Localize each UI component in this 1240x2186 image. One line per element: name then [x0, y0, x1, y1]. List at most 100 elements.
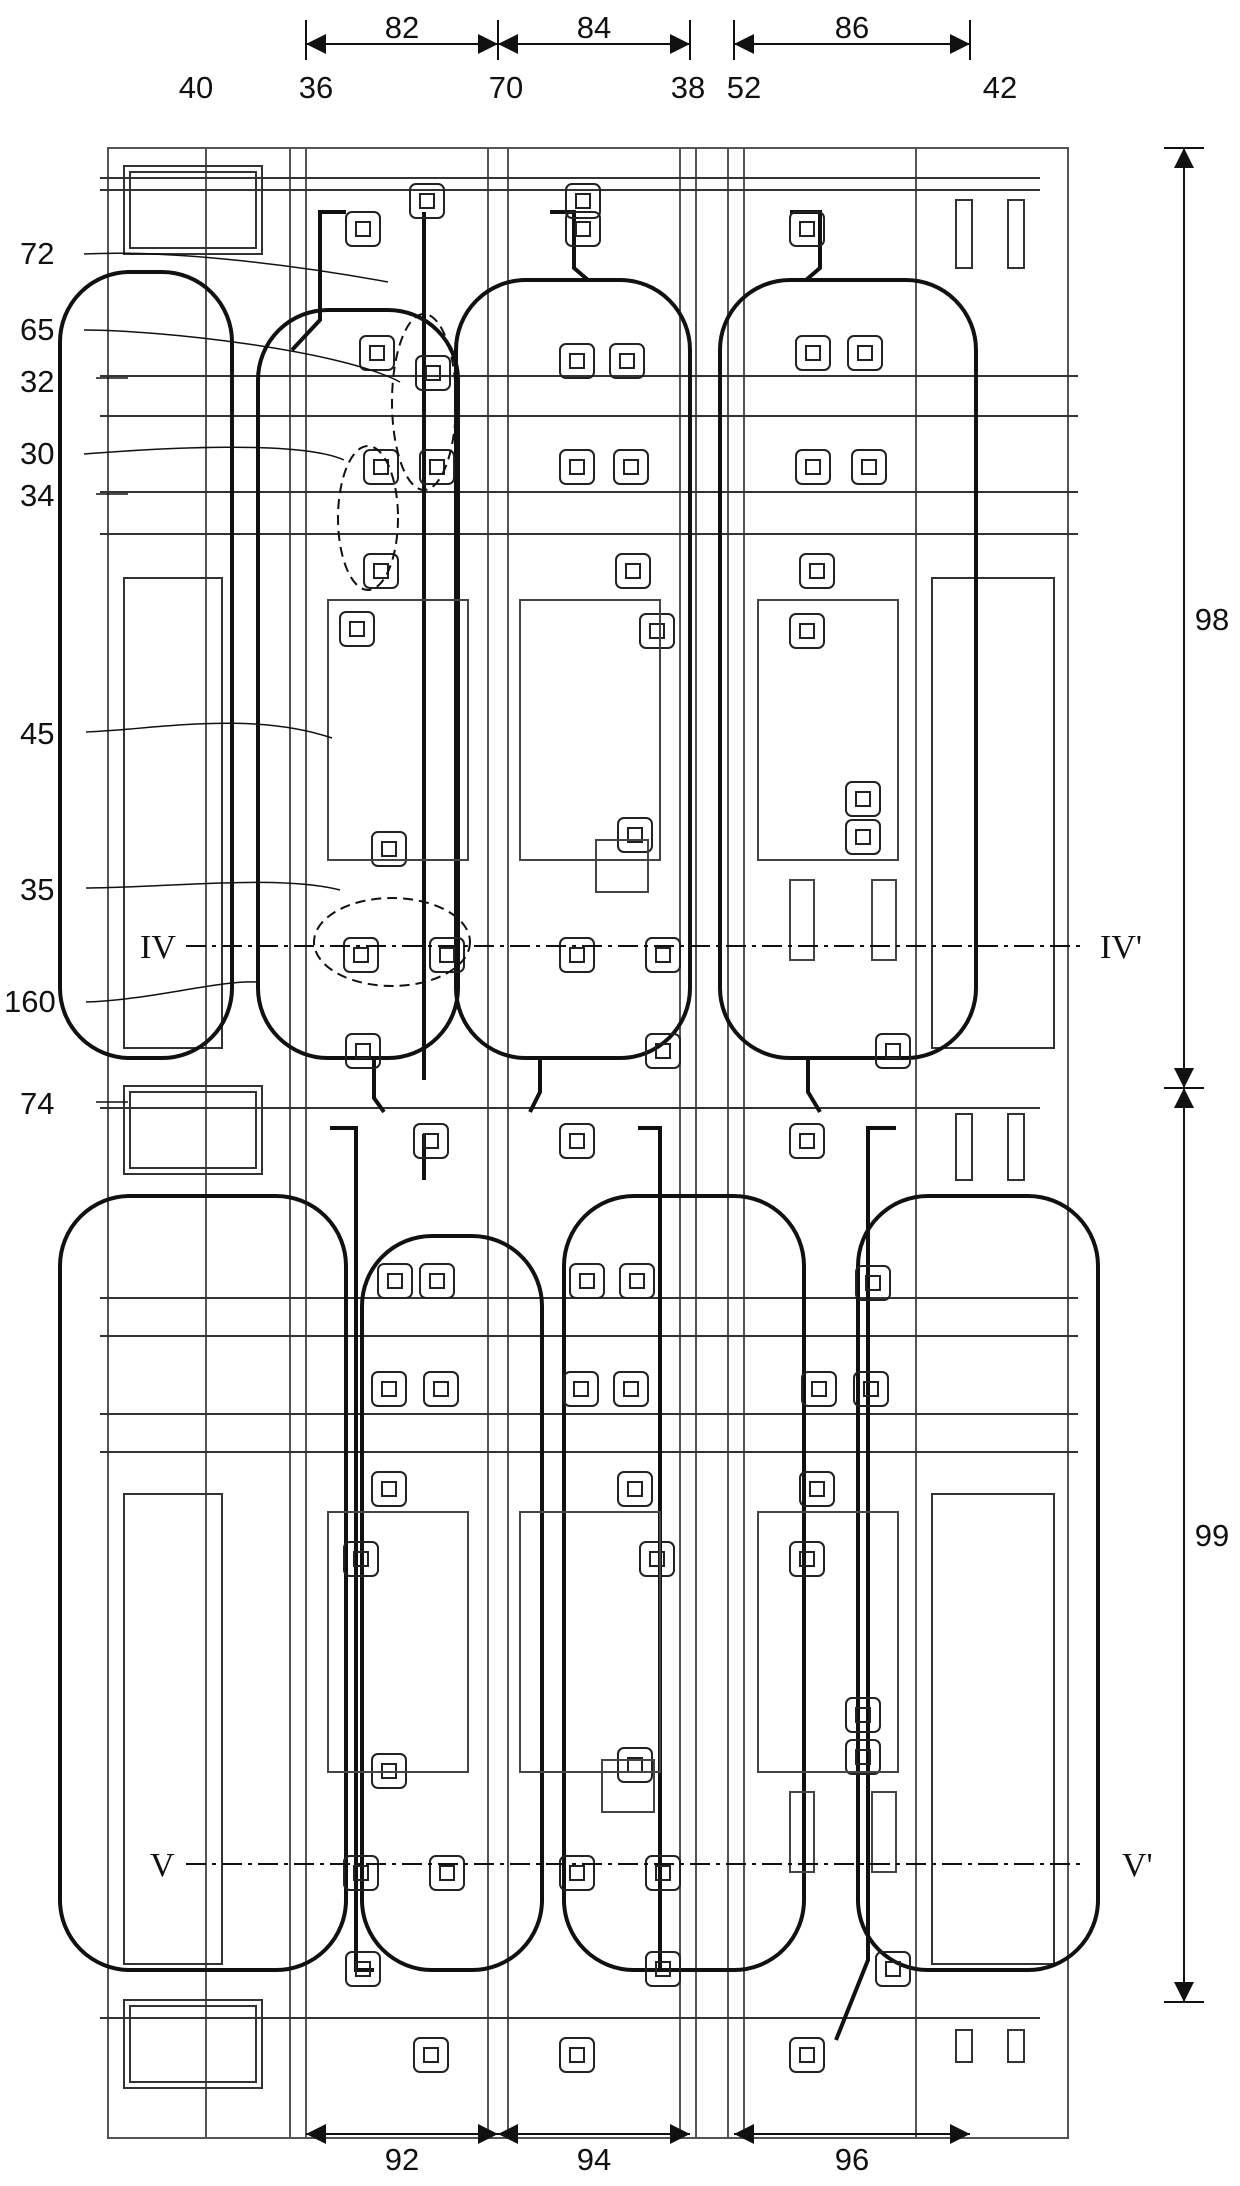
- contact-hole: [614, 450, 648, 484]
- contact-hole: [790, 1124, 824, 1158]
- contact-hole-core: [810, 1482, 824, 1496]
- storage-96-lower: [758, 1512, 898, 1772]
- contact-hole-core: [356, 222, 370, 236]
- dim-label-94: 94: [577, 2142, 611, 2177]
- contact-hole: [620, 1264, 654, 1298]
- electrode-96-lower: [858, 1196, 1098, 1970]
- contact-hole: [560, 450, 594, 484]
- left-label-34: 34: [20, 478, 54, 513]
- contact-hole: [414, 1124, 448, 1158]
- contact-hole: [790, 614, 824, 648]
- left-label-160: 160: [4, 984, 56, 1019]
- dim-label-96: 96: [835, 2142, 869, 2177]
- slot-86-a: [790, 880, 814, 960]
- leader-72: [84, 253, 388, 282]
- contact-hole: [424, 1372, 458, 1406]
- contact-hole: [570, 1264, 604, 1298]
- contact-hole: [420, 1264, 454, 1298]
- trace-84-bottom: [530, 1058, 564, 1112]
- contact-hole-core: [570, 1866, 584, 1880]
- contact-hole-core: [862, 460, 876, 474]
- leader-lines: [84, 253, 400, 1102]
- contact-hole: [790, 2038, 824, 2072]
- section-label-v: V: [150, 1847, 175, 1884]
- contact-hole: [610, 344, 644, 378]
- contact-hole-core: [350, 622, 364, 636]
- top-label-42: 42: [983, 70, 1017, 105]
- array-boundary: [108, 148, 1068, 2138]
- contact-hole-core: [580, 1274, 594, 1288]
- contact-hole-core: [570, 948, 584, 962]
- contact-hole-core: [430, 460, 444, 474]
- top-label-36: 36: [299, 70, 333, 105]
- contact-hole-core: [382, 1382, 396, 1396]
- slot-86-b: [872, 880, 896, 960]
- trace-86-bottom: [808, 1058, 820, 1112]
- contact-hole-core: [574, 1382, 588, 1396]
- top-label-70: 70: [489, 70, 523, 105]
- contact-hole-core: [810, 564, 824, 578]
- top-label-38: 38: [671, 70, 705, 105]
- contact-hole: [876, 1952, 910, 1986]
- contact-hole-core: [624, 1382, 638, 1396]
- contact-hole-core: [570, 2048, 584, 2062]
- contact-hole-core: [570, 354, 584, 368]
- contact-hole: [344, 938, 378, 972]
- contact-hole-core: [424, 1134, 438, 1148]
- slot-5: [956, 2030, 972, 2062]
- contact-hole: [560, 1124, 594, 1158]
- contact-hole-core: [656, 948, 670, 962]
- highlight-regions: [314, 314, 470, 986]
- cap-left-upper: [124, 578, 222, 1048]
- side-capacitors: [124, 166, 1054, 2088]
- slot-3: [956, 1114, 972, 1180]
- contact-hole-core: [624, 460, 638, 474]
- left-label-35: 35: [20, 872, 54, 907]
- storage-electrodes: [328, 600, 898, 1872]
- dim-label-86: 86: [835, 10, 869, 45]
- contact-hole-core: [650, 624, 664, 638]
- contact-hole: [372, 1372, 406, 1406]
- dim-label-92: 92: [385, 2142, 419, 2177]
- leader-45: [86, 723, 332, 738]
- section-label-iv-prime: IV': [1100, 929, 1142, 966]
- contact-hole: [800, 554, 834, 588]
- contact-hole: [360, 336, 394, 370]
- slot-1: [956, 200, 972, 268]
- contact-hole: [340, 612, 374, 646]
- contact-hole: [848, 336, 882, 370]
- contact-hole: [646, 938, 680, 972]
- rail-40: [108, 148, 206, 2138]
- contact-hole: [790, 1542, 824, 1576]
- left-label-32: 32: [20, 364, 54, 399]
- contact-hole: [616, 554, 650, 588]
- contact-hole-core: [620, 354, 634, 368]
- contact-hole: [346, 212, 380, 246]
- trace-82-top: [292, 212, 346, 350]
- layout-outline: [108, 148, 1068, 2138]
- contact-hole-core: [858, 346, 872, 360]
- contact-hole: [372, 1472, 406, 1506]
- contact-hole-core: [576, 222, 590, 236]
- contact-hole-core: [800, 222, 814, 236]
- contact-hole-core: [382, 842, 396, 856]
- contact-hole-core: [576, 194, 590, 208]
- contact-hole-core: [434, 1382, 448, 1396]
- contact-hole-core: [812, 1382, 826, 1396]
- pad-mid-left-inner: [130, 1092, 256, 1168]
- contact-hole-core: [856, 830, 870, 844]
- contact-hole: [618, 818, 652, 852]
- contact-hole: [564, 1372, 598, 1406]
- contact-hole: [846, 820, 880, 854]
- leader-65: [84, 330, 400, 382]
- contact-hole-core: [570, 1134, 584, 1148]
- electrode-92-lower: [362, 1236, 542, 1970]
- left-label-45: 45: [20, 716, 54, 751]
- dim-label-82: 82: [385, 10, 419, 45]
- contact-hole-core: [800, 624, 814, 638]
- storage-82-upper: [328, 600, 468, 860]
- contact-hole-core: [886, 1044, 900, 1058]
- contact-hole: [414, 2038, 448, 2072]
